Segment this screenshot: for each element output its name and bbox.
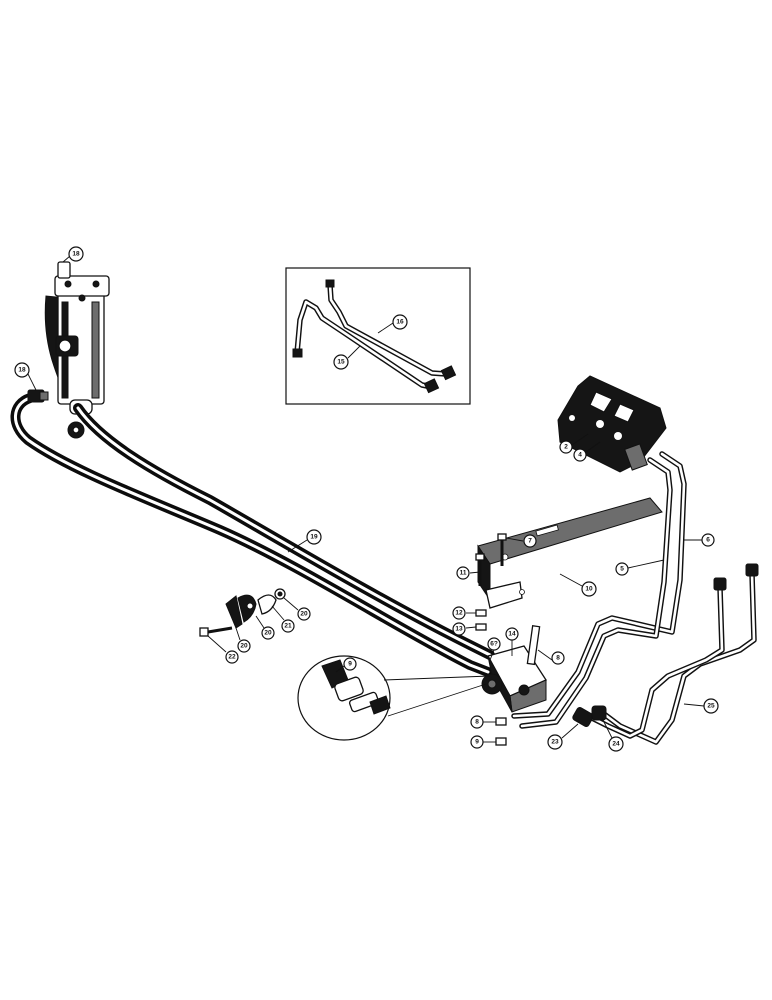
svg-text:14: 14 — [508, 631, 516, 638]
cylinder-breather-cap — [57, 261, 71, 279]
callout-c13: 12 — [452, 606, 466, 620]
callout-c25: 21 — [281, 619, 295, 633]
callout-c5: 19 — [306, 529, 322, 545]
svg-text:4: 4 — [578, 452, 582, 459]
valve-bottom-nuts — [495, 717, 507, 746]
callout-c27: 24 — [608, 736, 624, 752]
callout-c18: 9 — [343, 657, 357, 671]
svg-text:23: 23 — [551, 739, 559, 746]
callout-c23: 22 — [225, 650, 239, 664]
callout-c10: 10 — [581, 581, 597, 597]
callout-c4: 15 — [333, 354, 349, 370]
svg-text:22: 22 — [228, 654, 236, 661]
hose-clamp-assembly — [225, 588, 286, 629]
svg-text:15: 15 — [337, 359, 345, 366]
tube-valve-pressure — [519, 457, 673, 729]
callout-c20: 9 — [470, 735, 484, 749]
cylinder-hose-fitting — [27, 389, 49, 403]
callouts: 18 18 16 15 19 2 4 6 5 10 7 11 12 — [14, 246, 719, 752]
hose-lower — [10, 393, 493, 677]
bracket-bolt-7 — [497, 533, 507, 566]
svg-text:11: 11 — [460, 570, 467, 577]
svg-text:20: 20 — [300, 611, 308, 618]
svg-text:7: 7 — [528, 538, 532, 545]
svg-text:18: 18 — [72, 251, 80, 258]
tube-long-right — [601, 571, 757, 745]
svg-text:21: 21 — [284, 623, 292, 630]
svg-text:6: 6 — [706, 537, 710, 544]
clamp-bolt — [199, 626, 233, 637]
callout-c17: 6? — [487, 637, 501, 651]
tube-end-fittings — [572, 563, 759, 727]
svg-text:16: 16 — [396, 319, 404, 326]
callout-c12: 11 — [456, 566, 470, 580]
inset-nut-lower — [423, 378, 440, 394]
svg-text:20: 20 — [264, 630, 272, 637]
svg-text:9: 9 — [348, 661, 352, 668]
callout-c30: 25 — [703, 698, 719, 714]
control-valve-body — [557, 375, 667, 473]
svg-text:8: 8 — [556, 655, 560, 662]
callout-c26: 23 — [547, 734, 563, 750]
hydraulic-cylinder — [44, 261, 110, 439]
callout-c3: 16 — [392, 314, 408, 330]
svg-text:2: 2 — [564, 444, 568, 451]
callout-c9: 5 — [615, 562, 629, 576]
svg-text:9: 9 — [475, 739, 479, 746]
svg-text:20: 20 — [240, 643, 248, 650]
svg-text:18: 18 — [18, 367, 26, 374]
hose-upper — [73, 403, 495, 660]
inset-panel — [285, 267, 471, 405]
callout-c8: 6 — [701, 533, 715, 547]
callout-c1: 18 — [68, 246, 84, 262]
callout-c21: 20 — [237, 639, 251, 653]
bracket-bolt-11 — [475, 553, 485, 586]
svg-text:6?: 6? — [490, 641, 498, 648]
inset-fitting-top — [325, 279, 335, 288]
bracket-lock-nuts — [475, 609, 487, 631]
svg-text:5: 5 — [620, 566, 624, 573]
inset-tube-upper — [327, 282, 449, 377]
inset-tube-lower — [294, 299, 435, 390]
mounting-bracket — [477, 497, 663, 609]
svg-text:12: 12 — [455, 610, 463, 617]
tube-valve-return — [511, 451, 687, 719]
svg-text:13: 13 — [455, 626, 463, 633]
callout-c11: 7 — [523, 534, 537, 548]
inset-fitting-left — [292, 348, 303, 358]
callout-c15: 14 — [505, 627, 519, 641]
callout-c6: 2 — [559, 440, 573, 454]
detail-bubble — [297, 655, 491, 741]
svg-text:25: 25 — [707, 703, 715, 710]
svg-text:8: 8 — [475, 719, 479, 726]
callout-c19: 8 — [470, 715, 484, 729]
valve-block — [481, 625, 547, 713]
svg-text:24: 24 — [612, 741, 620, 748]
inset-nut-upper — [440, 365, 457, 381]
svg-text:19: 19 — [310, 534, 318, 541]
callout-c2: 18 — [14, 362, 30, 378]
svg-text:10: 10 — [585, 586, 593, 593]
callout-c7: 4 — [573, 448, 587, 462]
valve-handle — [526, 625, 541, 666]
callout-c24: 20 — [297, 607, 311, 621]
callout-c14: 13 — [452, 622, 466, 636]
callout-c22: 20 — [261, 626, 275, 640]
callout-c16: 8 — [551, 651, 565, 665]
tube-short-right — [589, 585, 725, 739]
